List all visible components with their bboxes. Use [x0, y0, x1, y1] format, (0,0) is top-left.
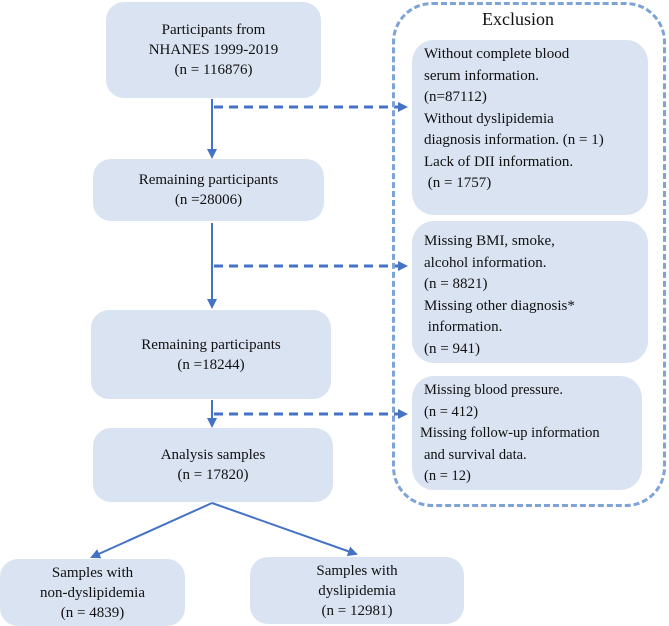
- analysis-box-line: (n = 17820): [177, 467, 249, 483]
- exclusion-box-2-line: Missing BMI, smoke,: [424, 233, 555, 249]
- dyslipidemia-box: Samples with dyslipidemia (n = 12981): [250, 557, 464, 624]
- exclusion-box-1-line: Without complete blood: [424, 46, 570, 62]
- remaining-participants-box-1: Remaining participants (n =28006): [93, 159, 324, 221]
- dyslipidemia-box-line: dyslipidemia: [318, 582, 396, 599]
- arrow-analysis-to-non-dyslipidemia: [90, 502, 213, 559]
- start-box: Participants from NHANES 1999-2019 (n = …: [106, 2, 321, 98]
- exclusion-box-3-line: Missing follow-up information: [420, 425, 600, 441]
- remaining-box-1-line: Remaining participants: [138, 172, 279, 188]
- non-dyslipidemia-box: Samples with non-dyslipidemia (n = 4839): [0, 559, 185, 626]
- exclusion-box-1-line: Lack of DII information.: [424, 153, 574, 170]
- exclusion-box-1-line: Without dyslipidemia: [424, 110, 554, 127]
- non-dyslipidemia-box-line: Samples with: [51, 564, 134, 581]
- exclusion-box-2: Missing BMI, smoke, alcohol information.…: [412, 221, 648, 363]
- start-box-line: Participants from: [161, 22, 266, 38]
- exclusion-box-1-line: (n=87112): [424, 89, 487, 105]
- exclusion-box-3: Missing blood pressure. (n = 412) Missin…: [412, 376, 642, 490]
- remaining-participants-box-2: Remaining participants (n =18244): [91, 310, 331, 399]
- exclusion-frame: [392, 2, 666, 507]
- dyslipidemia-box-line: (n = 12981): [321, 602, 393, 619]
- exclusion-box-3-line: (n = 412): [424, 403, 479, 420]
- start-box-line: NHANES 1999-2019: [148, 42, 279, 58]
- analysis-samples-box: Analysis samples (n = 17820): [93, 428, 333, 502]
- exclusion-box-2-line: alcohol information.: [424, 254, 547, 271]
- analysis-box-line: Analysis samples: [160, 447, 266, 463]
- remaining-box-1-line: (n =28006): [174, 192, 243, 208]
- remaining-box-2-line: (n =18244): [177, 356, 245, 373]
- exclusion-box-2-line: Missing other diagnosis*: [424, 297, 575, 314]
- exclusion-box-2-line: information.: [424, 319, 503, 335]
- start-box-line: (n = 116876): [174, 62, 253, 78]
- exclusion-box-2-line: (n = 941): [424, 340, 480, 357]
- non-dyslipidemia-box-line: (n = 4839): [60, 604, 125, 621]
- exclusion-box-2-line: (n = 8821): [424, 276, 488, 292]
- arrow-analysis-to-dyslipidemia: [211, 502, 358, 557]
- dyslipidemia-box-line: Samples with: [316, 562, 398, 579]
- non-dyslipidemia-box-line: non-dyslipidemia: [40, 584, 145, 601]
- exclusion-box-1: Without complete blood serum information…: [412, 40, 648, 215]
- remaining-box-2-line: Remaining participants: [141, 336, 281, 353]
- exclusion-title: Exclusion: [482, 9, 554, 29]
- exclusion-box-3-line: (n = 12): [424, 468, 471, 484]
- exclusion-box-1-line: (n = 1757): [424, 175, 492, 191]
- exclusion-box-1-line: serum information.: [424, 67, 539, 84]
- exclusion-box-3-line: Missing blood pressure.: [424, 382, 563, 398]
- exclusion-box-3-line: and survival data.: [424, 446, 527, 463]
- exclusion-box-1-line: diagnosis information. (n = 1): [424, 132, 604, 148]
